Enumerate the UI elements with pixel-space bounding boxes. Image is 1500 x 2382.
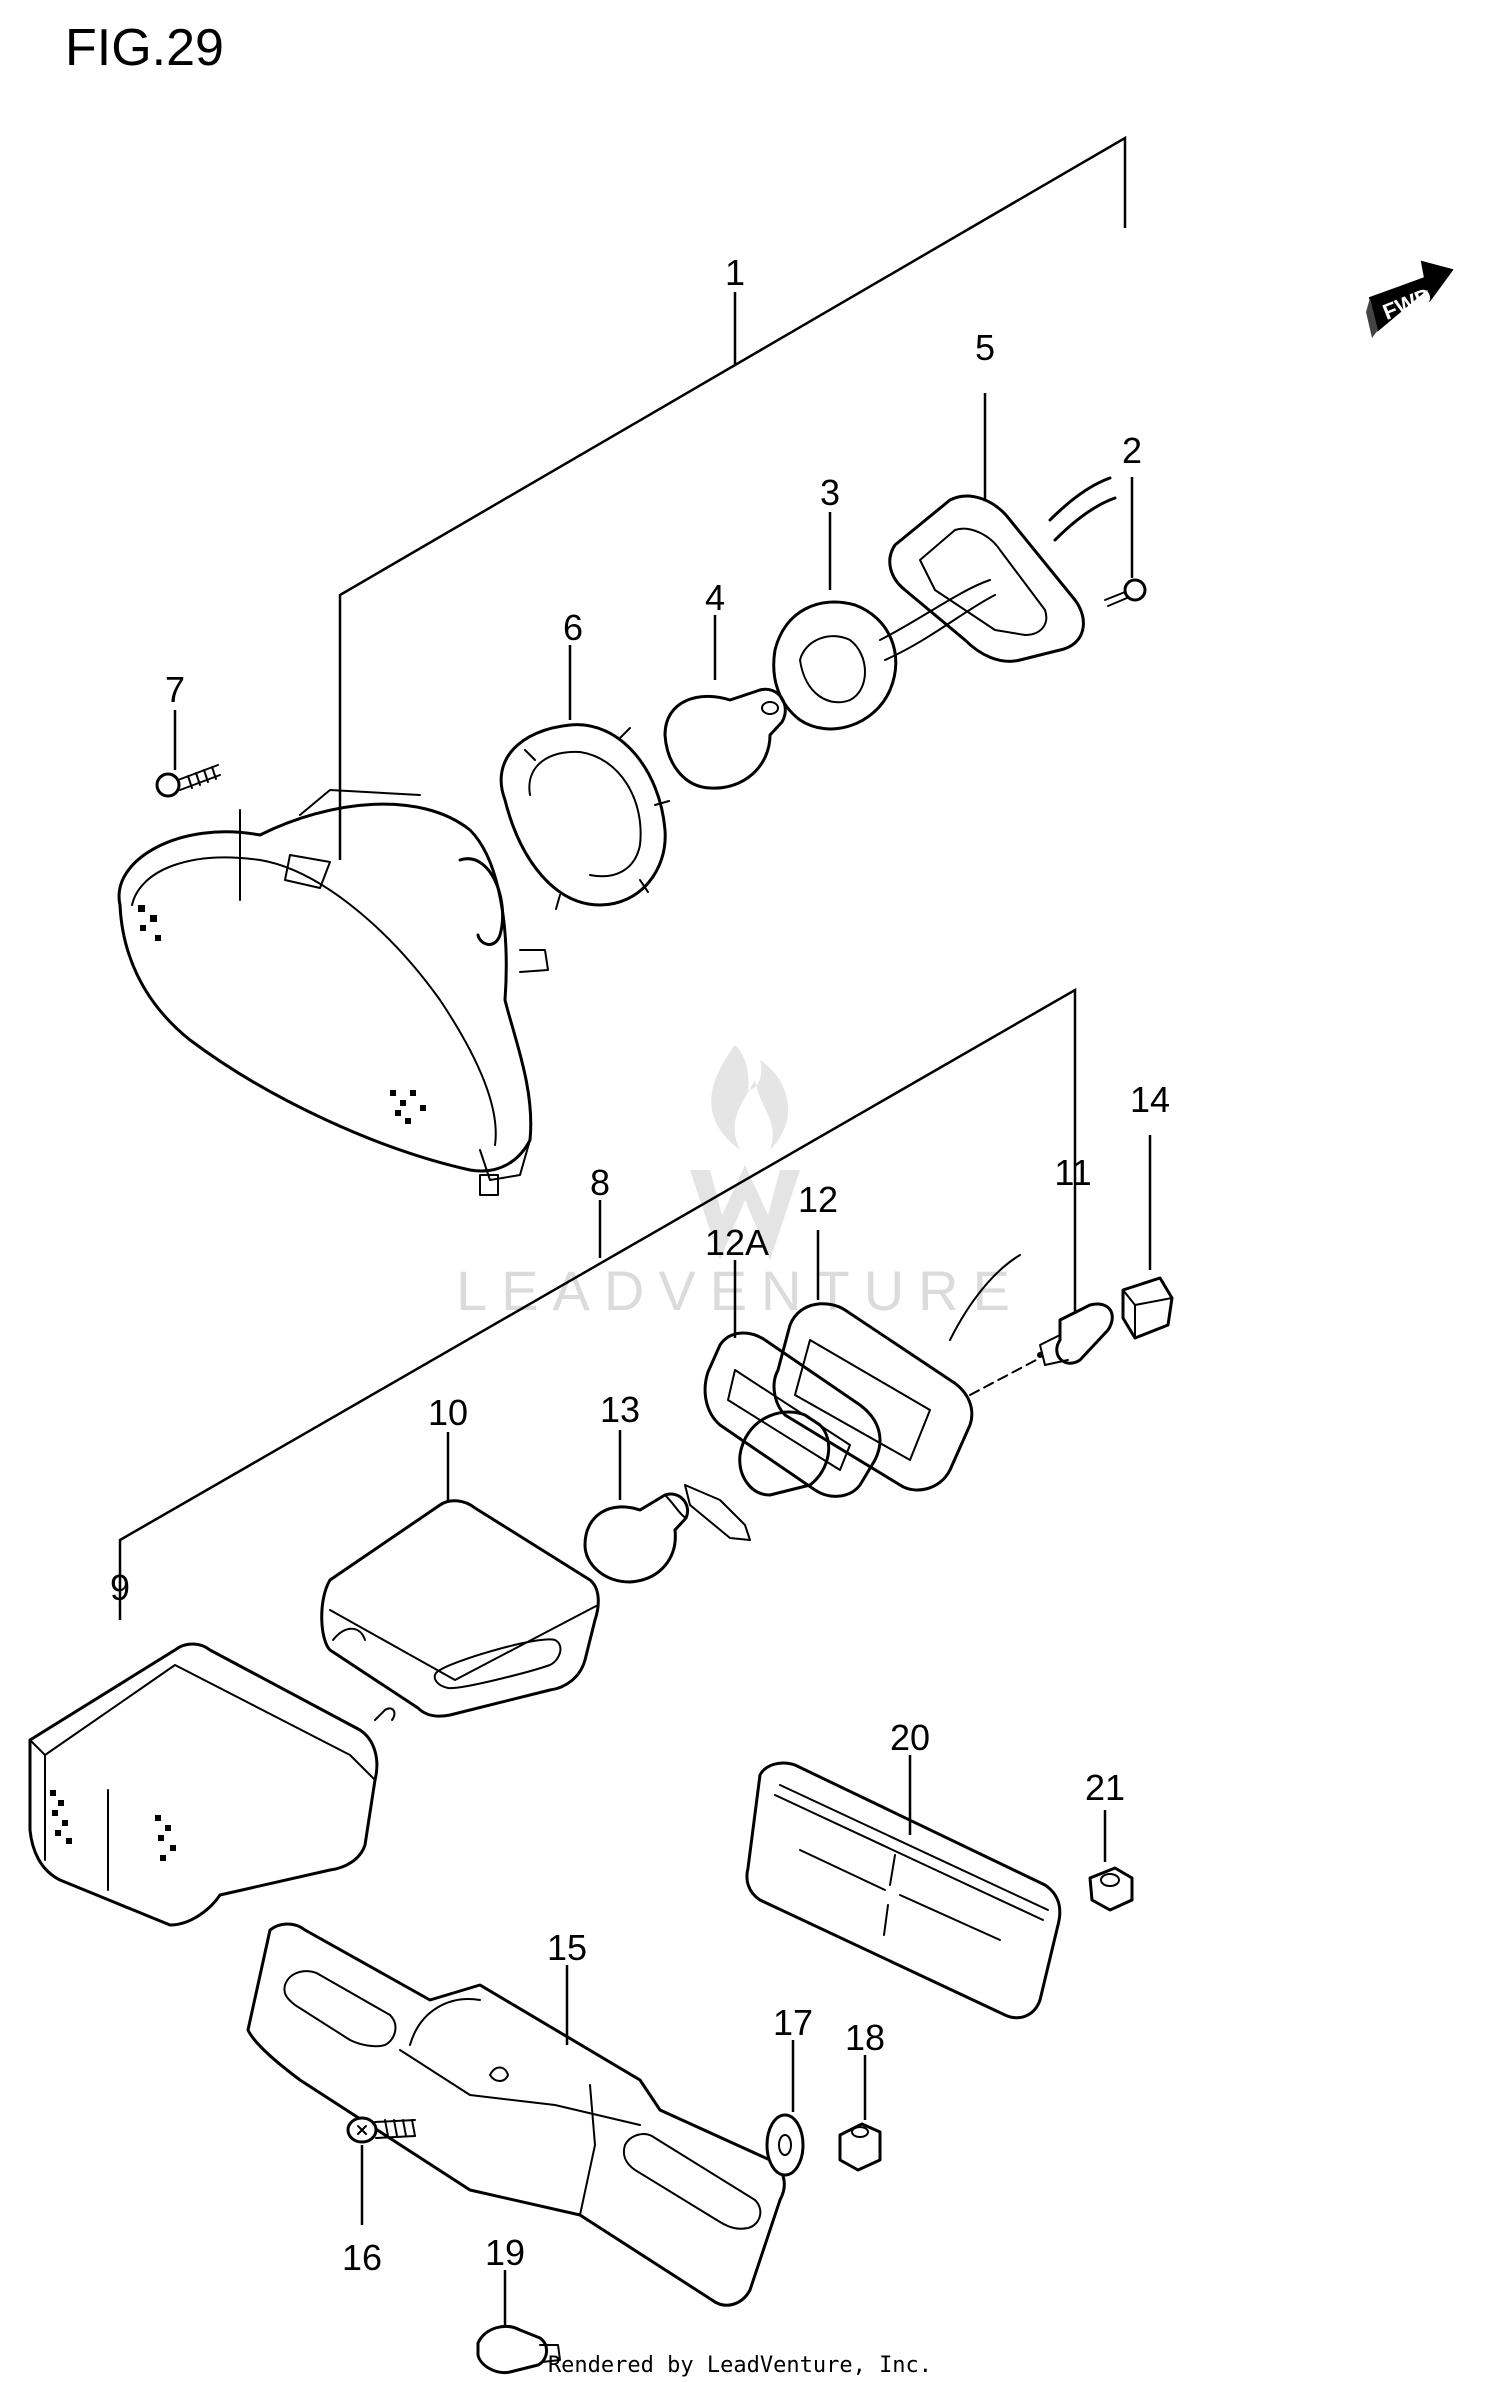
gasket-12 (772, 1254, 1021, 1492)
bolt-16 (346, 2116, 416, 2225)
rivet-19 (476, 2270, 561, 2375)
callout-3: 3 (820, 472, 840, 513)
figure-title: FIG.29 (65, 19, 224, 77)
screw-2 (1104, 477, 1147, 607)
reflector-20 (745, 1761, 1062, 2020)
callout-11: 11 (1054, 1152, 1091, 1193)
bulb-4 (663, 687, 787, 790)
assembly-8-leader (118, 987, 1077, 1620)
lens-10 (320, 1499, 600, 1718)
callout-2: 2 (1122, 430, 1142, 471)
callout-13: 13 (600, 1389, 640, 1430)
rear-combination-lamp-housing (117, 789, 549, 1196)
bulb-13 (583, 1492, 689, 1584)
callout-18: 18 (845, 2017, 885, 2058)
watermark-text: LEADVENTURE (456, 1259, 1024, 1322)
license-bracket-15 (246, 1922, 786, 2307)
callout-17: 17 (773, 2002, 813, 2043)
callout-labels: 1 2 3 4 5 6 7 8 9 10 11 12 12A 13 14 15 … (110, 252, 1170, 2278)
callout-8: 8 (590, 1162, 610, 1203)
callout-15: 15 (547, 1927, 587, 1968)
footer-credit: Rendered by LeadVenture, Inc. (548, 2353, 932, 2378)
callout-9: 9 (110, 1567, 130, 1608)
socket-12a (684, 1331, 882, 1541)
nut-21 (1088, 1810, 1134, 1912)
callout-4: 4 (705, 577, 725, 618)
nut-14 (1121, 1135, 1174, 1340)
callout-1: 1 (725, 252, 745, 293)
watermark: LEADVENTURE (456, 1045, 1024, 1322)
screw-7 (155, 710, 221, 798)
gasket-5 (888, 476, 1117, 663)
washer-17 (765, 2040, 805, 2177)
callout-12: 12 (798, 1179, 838, 1220)
callout-10: 10 (428, 1392, 468, 1433)
lamp-housing-9 (28, 1642, 396, 1927)
callout-7: 7 (165, 669, 185, 710)
callout-6: 6 (563, 607, 583, 648)
grommet-11 (969, 1302, 1114, 1396)
assembly-1-leader (338, 135, 1127, 860)
nut-18 (838, 2055, 882, 2172)
callout-21: 21 (1085, 1767, 1125, 1808)
fwd-arrow-icon: FWD (1366, 260, 1454, 338)
bulb-socket-ring-6 (499, 723, 670, 910)
callout-16: 16 (342, 2237, 382, 2278)
callout-14: 14 (1130, 1079, 1170, 1120)
callout-12a: 12A (705, 1222, 769, 1263)
callout-19: 19 (485, 2232, 525, 2273)
bulb-socket-3 (772, 579, 996, 731)
callout-20: 20 (890, 1717, 930, 1758)
callout-5: 5 (975, 327, 995, 368)
